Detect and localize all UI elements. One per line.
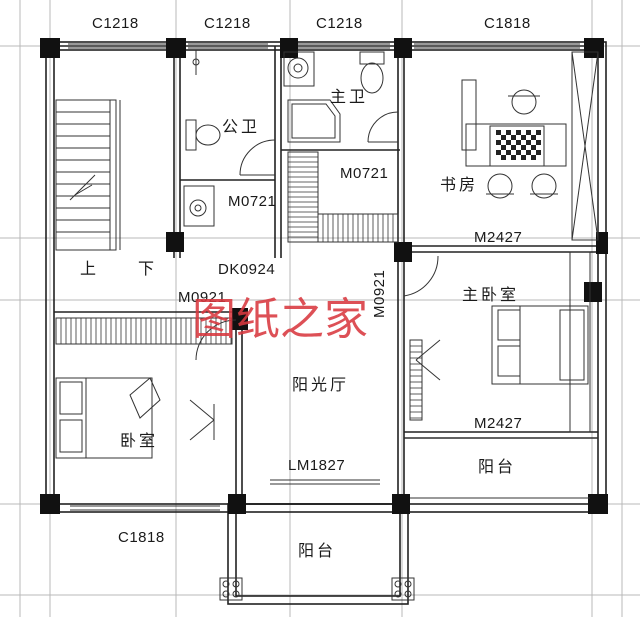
room-label-bedroom: 卧室 (120, 432, 158, 450)
master-bath-fixtures (283, 51, 399, 143)
interior-walls (54, 46, 598, 504)
room-label-master-bedroom: 主卧室 (462, 286, 519, 304)
wardrobes (55, 151, 591, 433)
columns (40, 38, 608, 514)
room-label-public-bath: 公卫 (222, 119, 260, 136)
master-bed (403, 255, 589, 385)
room-label-master-bath: 主卫 (330, 88, 368, 106)
study-furniture (461, 51, 599, 241)
room-label-sunroom: 阳光厅 (292, 376, 349, 394)
door-label-left-bedroom: M0921 (178, 289, 226, 306)
door-label-bath-master: M0721 (340, 165, 388, 182)
door-label-bath-public: M0721 (228, 193, 276, 210)
room-label-study: 书房 (440, 176, 478, 194)
room-label-balcony-bottom: 阳台 (298, 542, 336, 560)
window-marks (68, 43, 580, 511)
staircase (55, 99, 121, 251)
door-label-study: M2427 (474, 229, 522, 246)
window-label-c1218-1: C1218 (92, 15, 139, 32)
sunroom-door-marks (270, 437, 598, 499)
public-bath-fixtures (183, 50, 276, 227)
window-label-c1218-2: C1218 (204, 15, 251, 32)
window-label-c1818-bottom: C1818 (118, 529, 165, 546)
stair-label-up: 上 (80, 260, 99, 278)
window-label-c1818-top: C1818 (484, 15, 531, 32)
stair-label-down: 下 (138, 261, 157, 278)
bottom-balcony-structure (219, 503, 415, 605)
left-bed (55, 319, 237, 459)
window-label-c1218-3: C1218 (316, 15, 363, 32)
door-label-stair: DK0924 (218, 261, 275, 278)
door-label-sunroom: LM1827 (288, 457, 345, 474)
door-label-master-bedroom: M0921 (371, 270, 388, 318)
watermark-text: 图纸之家 (192, 294, 368, 345)
door-label-balcony: M2427 (474, 415, 522, 432)
room-label-balcony-right: 阳台 (478, 458, 516, 476)
wardrobe-hatching (60, 156, 422, 419)
